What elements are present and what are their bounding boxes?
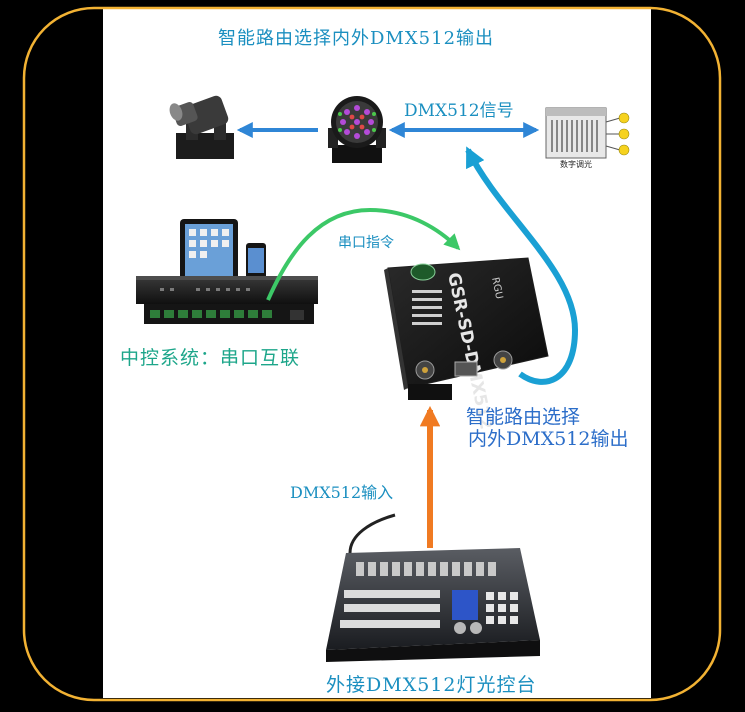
led-moving-head-icon [328, 96, 386, 163]
digital-dimmer-pack-icon: 数字调光 [545, 107, 630, 169]
arrow-dmx-output-loop [465, 146, 579, 385]
router-label-line2: 内外DMX512输出 [468, 428, 629, 450]
serial-dmx-router-icon: GSR-SD-DMX512 RGU [384, 257, 549, 431]
central-control-host-icon [136, 276, 318, 324]
arrow-serial-command [266, 207, 461, 301]
diagram-title: 智能路由选择内外DMX512输出 [218, 28, 495, 49]
device-brand-text: RGU [489, 276, 504, 300]
control-system-label: 中控系统：串口互联 [120, 347, 301, 369]
rounded-frame [22, 6, 722, 702]
lighting-console-icon [326, 513, 540, 662]
router-label-line1: 智能路由选择 [466, 406, 581, 428]
moving-head-light-icon [169, 95, 234, 159]
serial-command-label: 串口指令 [338, 235, 394, 251]
dmx-signal-label: DMX512信号 [404, 101, 514, 121]
dmx-input-label: DMX512输入 [290, 483, 394, 502]
console-label: 外接DMX512灯光控台 [326, 674, 537, 696]
dimmer-caption: 数字调光 [560, 159, 592, 169]
smartphone-icon [246, 243, 266, 279]
tablet-icon [180, 219, 238, 281]
